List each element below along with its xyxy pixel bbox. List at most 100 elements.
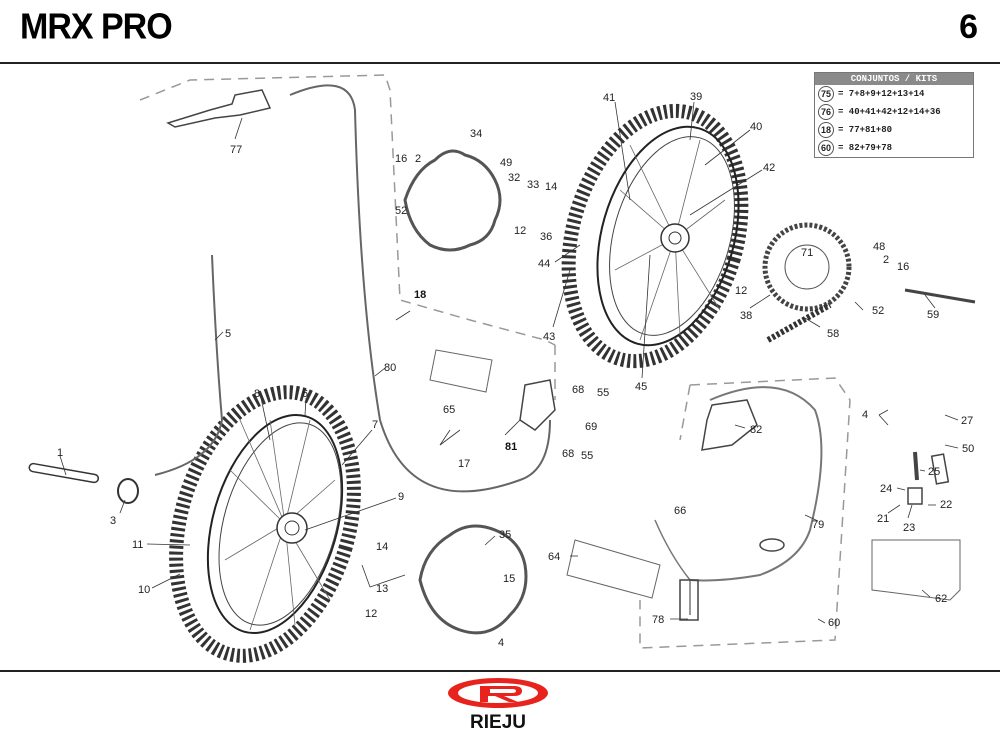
page-number: 6 <box>959 8 978 46</box>
part-label: 69 <box>585 421 597 433</box>
footer-divider <box>0 670 1000 672</box>
part-label: 45 <box>635 381 647 393</box>
part-label: 34 <box>470 128 482 140</box>
part-label: 42 <box>763 162 775 174</box>
rear-brake-disc <box>403 149 502 252</box>
part-label: 39 <box>690 91 702 103</box>
fuel-tap-pipe <box>913 451 919 481</box>
part-label: 17 <box>458 458 470 470</box>
part-label: 12 <box>735 285 747 297</box>
rear-sprocket <box>762 222 852 312</box>
rear-wheel <box>561 103 749 369</box>
part-label: 22 <box>940 499 952 511</box>
part-label: 23 <box>903 522 915 534</box>
rear-axle <box>904 288 976 304</box>
part-label: 21 <box>877 513 889 525</box>
front-brake-caliper <box>519 379 556 431</box>
part-label: 35 <box>499 529 511 541</box>
part-label: 16 <box>897 261 909 273</box>
part-label: 1 <box>57 447 63 459</box>
bracket-plate <box>930 453 950 485</box>
part-label: 3 <box>110 515 116 527</box>
kit-row: 60 = 82+79+78 <box>815 139 973 157</box>
front-brake-disc <box>418 524 528 635</box>
part-label: 14 <box>376 541 388 553</box>
part-label: 32 <box>508 172 520 184</box>
part-label: 4 <box>498 637 504 649</box>
kit-formula: = 77+81+80 <box>838 125 893 135</box>
part-label: 68 <box>572 384 584 396</box>
kit-id: 75 <box>818 86 834 102</box>
part-label: 6 <box>302 388 308 400</box>
part-label: 10 <box>138 584 150 596</box>
rear-brake-hose <box>689 386 823 582</box>
rear-master-cylinder <box>679 579 699 621</box>
kit-formula: = 40+41+42+12+14+36 <box>838 107 941 117</box>
part-label: 71 <box>801 247 813 259</box>
master-cylinder-seal-kit-box <box>566 539 661 599</box>
part-label: 25 <box>928 466 940 478</box>
kit-formula: = 82+79+78 <box>838 143 893 153</box>
kit-formula: = 7+8+9+12+13+14 <box>838 89 925 99</box>
repair-kit-box <box>871 539 961 601</box>
part-label: 44 <box>538 258 550 270</box>
speedometer-drive <box>117 478 139 504</box>
part-label: 55 <box>581 450 593 462</box>
kits-table: CONJUNTOS / KITS 75= 7+8+9+12+13+14 76= … <box>814 72 974 158</box>
header-divider <box>0 62 1000 64</box>
part-label: 62 <box>935 593 947 605</box>
kit-boundaries <box>139 74 851 649</box>
part-label: 24 <box>880 483 892 495</box>
part-label: 2 <box>415 153 421 165</box>
part-label: 64 <box>548 551 560 563</box>
part-label: 11 <box>132 539 143 551</box>
kit-18-boundary <box>139 74 556 346</box>
part-label: 41 <box>603 92 615 104</box>
part-label: 33 <box>527 179 539 191</box>
part-label: 66 <box>674 505 686 517</box>
part-label: 80 <box>384 362 396 374</box>
brand-logo: RIEJU <box>448 678 548 730</box>
caliper-seal-kit-box <box>429 349 493 393</box>
part-label: 18 <box>414 289 426 301</box>
kit-row: 18 = 77+81+80 <box>815 121 973 139</box>
part-label: 12 <box>514 225 526 237</box>
part-label: 36 <box>540 231 552 243</box>
part-label: 81 <box>505 441 517 453</box>
part-label: 38 <box>740 310 752 322</box>
rear-brake-caliper <box>701 399 758 451</box>
part-label: 60 <box>828 617 840 629</box>
part-label: 16 <box>395 153 407 165</box>
part-label: 79 <box>812 519 824 531</box>
front-axle <box>28 462 100 484</box>
kit-id: 76 <box>818 104 834 120</box>
part-label: 77 <box>230 144 242 156</box>
part-label: 43 <box>543 331 555 343</box>
part-label: 9 <box>398 491 404 503</box>
part-label: 65 <box>443 404 455 416</box>
speedometer-cable <box>154 254 224 476</box>
part-label: 14 <box>545 181 557 193</box>
part-label: 8 <box>254 388 260 400</box>
kit-row: 76 = 40+41+42+12+14+36 <box>815 103 973 121</box>
model-title: MRX PRO <box>20 7 173 47</box>
part-label: 68 <box>562 448 574 460</box>
part-label: 59 <box>927 309 939 321</box>
part-label: 7 <box>372 419 378 431</box>
part-label: 50 <box>962 443 974 455</box>
part-label: 49 <box>500 157 512 169</box>
part-label: 48 <box>873 241 885 253</box>
brake-fluid-reservoir <box>759 538 785 552</box>
front-brake-hose <box>289 84 551 493</box>
part-label: 58 <box>827 328 839 340</box>
part-label: 82 <box>750 424 762 436</box>
kit-id: 18 <box>818 122 834 138</box>
kit-60-boundary <box>639 377 851 649</box>
part-label: 52 <box>872 305 884 317</box>
part-label: 15 <box>503 573 515 585</box>
brand-wordmark: RIEJU <box>470 712 526 730</box>
kit-id: 60 <box>818 140 834 156</box>
part-label: 5 <box>225 328 231 340</box>
front-wheel <box>169 385 361 663</box>
part-label: 12 <box>365 608 377 620</box>
